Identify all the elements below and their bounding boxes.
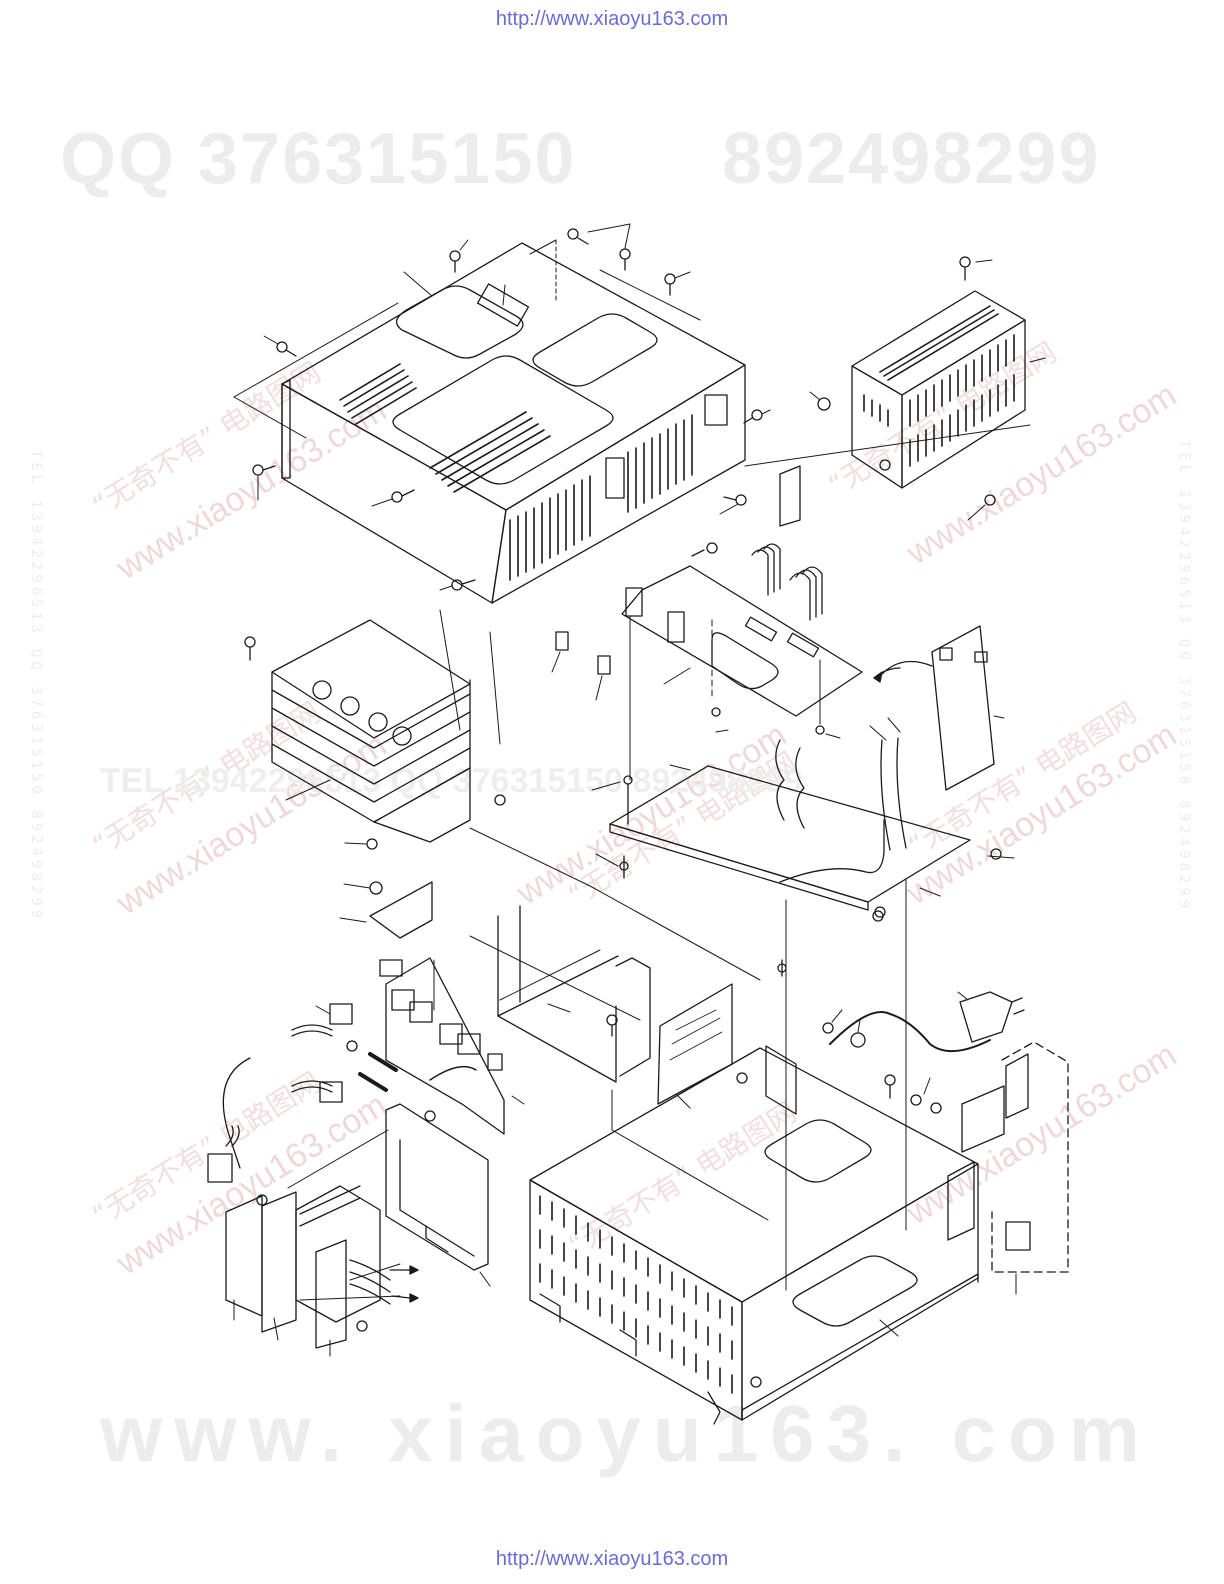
sub-cabinet-vents xyxy=(863,305,1015,467)
wire-harness xyxy=(207,959,403,1183)
watermark-mid-line: TEL 13942296513 QQ 376315150 892498299 xyxy=(100,762,803,800)
fuse-pcb xyxy=(358,957,505,1135)
ac-cord xyxy=(822,991,1025,1053)
display-pcb xyxy=(881,625,1005,791)
main-chassis xyxy=(529,1045,979,1425)
watermark-side-right: TEL 13942296513 QQ 376315150 892498299 xyxy=(1176,440,1192,913)
footer-url[interactable]: http://www.xiaoyu163.com xyxy=(495,1548,729,1570)
insulator-1 xyxy=(555,631,569,651)
chassis-vents xyxy=(539,1195,733,1394)
watermark-number: 892498299 xyxy=(722,119,1101,199)
header-url[interactable]: http://www.xiaoyu163.com xyxy=(495,8,729,30)
insulator-2 xyxy=(597,655,611,675)
assembly-lines xyxy=(233,609,1015,1357)
power-transformer xyxy=(225,1185,391,1349)
transformer-bracket xyxy=(385,1103,489,1271)
chassis-screws xyxy=(346,881,942,1122)
cover-screws xyxy=(252,228,763,591)
control-pcb xyxy=(609,707,1002,977)
watermark-side-left: TEL 13942296513 QQ 376315150 892498299 xyxy=(28,450,44,923)
watermark-qq: QQ 376315150 xyxy=(60,119,577,199)
heat-sink xyxy=(244,619,506,850)
watermark-site: www. xiaoyu163. com xyxy=(100,1389,1153,1478)
arrows xyxy=(389,667,901,1303)
cover-plate xyxy=(779,465,801,527)
top-cabinet-cover xyxy=(281,242,746,604)
cover-label-tab xyxy=(704,394,728,426)
pcb-bracket xyxy=(369,881,651,1083)
amp-pcb xyxy=(555,542,863,717)
top-vents xyxy=(339,363,551,493)
front-vents xyxy=(509,414,693,581)
leader-lines-top xyxy=(233,223,771,591)
power-switch-assembly xyxy=(947,1041,1069,1295)
sub-cabinet-cover xyxy=(744,256,1046,521)
